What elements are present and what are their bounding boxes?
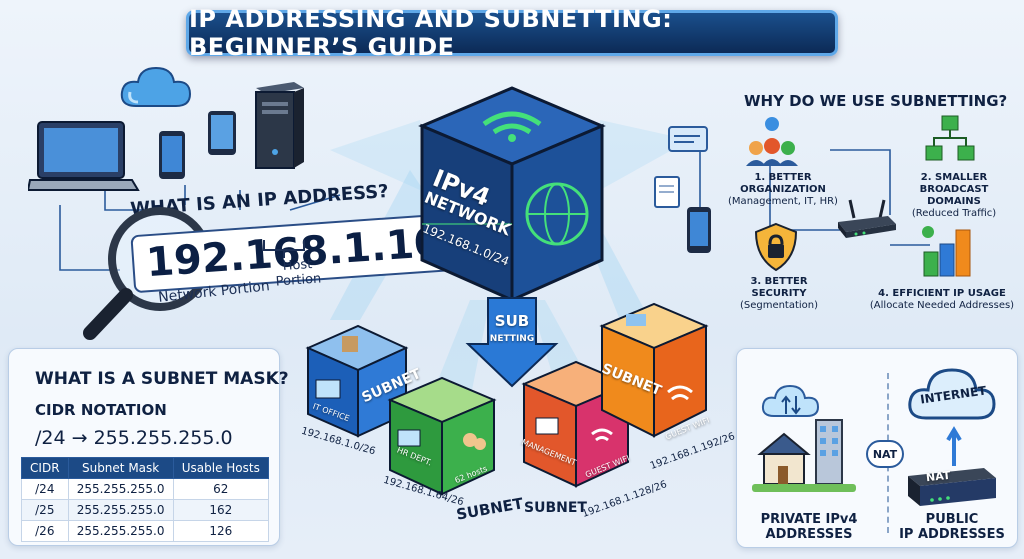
- cidr-cell: /24: [21, 478, 69, 500]
- public-line-2: IP ADDRESSES: [899, 527, 1005, 542]
- cloud-icon: [118, 62, 194, 116]
- smartphone-icon: [158, 130, 186, 184]
- small-cloud-icon: [760, 380, 822, 424]
- broadcast-network-icon: [924, 114, 976, 170]
- document-icon: [654, 176, 680, 212]
- reason-efficiency-sub: (Allocate Needed Addresses): [869, 300, 1015, 311]
- reason-efficiency-title: 4. EFFICIENT IP USAGE: [878, 288, 1006, 299]
- hosts-cell: 126: [172, 520, 270, 542]
- subnet-cube-hr: [384, 370, 500, 502]
- mask-cell: 255.255.255.0: [67, 499, 174, 521]
- mask-col-header: Subnet Mask: [67, 457, 174, 479]
- nat-badge: NAT: [866, 440, 904, 468]
- host-bracket: [262, 238, 306, 264]
- page-title: IP ADDRESSING AND SUBNETTING: BEGINNER’S…: [186, 5, 838, 61]
- host-portion-label: Host Portion: [267, 256, 329, 290]
- table-row: /25 255.255.255.0 162: [21, 499, 270, 521]
- cidr-table: CIDR Subnet Mask Usable Hosts /24 255.25…: [21, 457, 270, 542]
- private-addresses-label: PRIVATE IPv4 ADDRESSES: [754, 512, 864, 542]
- nat-badge-text: NAT: [872, 447, 898, 461]
- reason-organization-sub: (Management, IT, HR): [728, 196, 838, 207]
- reason-security-sub: (Segmentation): [739, 300, 819, 311]
- reason-organization-title: 1. BETTER ORGANIZATION: [740, 172, 826, 195]
- cidr-col-header: CIDR: [21, 457, 69, 479]
- subnet-management-label: SUBNET: [524, 500, 587, 516]
- reason-broadcast-title: 2. SMALLER BROADCAST DOMAINS: [919, 172, 989, 207]
- phone-icon: [686, 206, 712, 258]
- subnet-mask-panel: WHAT IS A SUBNET MASK? CIDR NOTATION /24…: [8, 348, 289, 546]
- internet-cloud-icon: [906, 360, 998, 430]
- subnet-cube-guest: [596, 296, 712, 448]
- cidr-example-arrow: →: [71, 427, 88, 449]
- upload-arrow-icon: [946, 426, 962, 470]
- reason-security: 3. BETTER SECURITY (Segmentation): [724, 276, 834, 312]
- hosts-col-header: Usable Hosts: [172, 457, 270, 479]
- public-addresses-label: PUBLIC IP ADDRESSES: [892, 512, 1012, 542]
- usage-blocks-icon: [918, 222, 976, 282]
- reason-organization: 1. BETTER ORGANIZATION (Management, IT, …: [728, 172, 838, 208]
- router-icon: [836, 196, 898, 244]
- house-office-icon: [752, 414, 856, 498]
- subnet-mask-heading: WHAT IS A SUBNET MASK?: [35, 369, 289, 389]
- subnetting-arrow: [464, 296, 560, 392]
- reason-efficiency: 4. EFFICIENT IP USAGE (Allocate Needed A…: [868, 288, 1016, 312]
- reason-broadcast: 2. SMALLER BROADCAST DOMAINS (Reduced Tr…: [892, 172, 1016, 220]
- private-line-1: PRIVATE IPv4: [760, 512, 858, 527]
- reason-security-title: 3. BETTER SECURITY: [750, 276, 808, 299]
- cidr-notation-heading: CIDR NOTATION: [35, 401, 167, 419]
- cidr-example-mask: 255.255.255.0: [93, 427, 233, 449]
- subnetting-arrow-top: SUB: [494, 312, 530, 330]
- laptop-icon: [26, 118, 140, 198]
- public-line-1: PUBLIC: [925, 512, 979, 527]
- table-row: /26 255.255.255.0 126: [21, 520, 270, 542]
- mask-cell: 255.255.255.0: [67, 478, 174, 500]
- server-tower-icon: [250, 80, 308, 176]
- hosts-cell: 162: [172, 499, 270, 521]
- cidr-example-prefix: /24: [35, 427, 66, 449]
- cidr-cell: /26: [21, 520, 69, 542]
- cidr-example: /24 → 255.255.255.0: [35, 427, 233, 449]
- why-subnetting-heading: WHY DO WE USE SUBNETTING?: [744, 92, 1008, 110]
- nat-router-icon: [904, 464, 1000, 516]
- subnetting-arrow-bottom: NETTING: [489, 334, 535, 344]
- team-org-icon: [744, 114, 800, 172]
- cidr-table-header: CIDR Subnet Mask Usable Hosts: [21, 457, 270, 479]
- hosts-cell: 62: [172, 478, 270, 500]
- ipv4-network-cube: [402, 74, 622, 314]
- nat-router-label: NAT: [925, 468, 951, 485]
- tablet-icon: [207, 110, 237, 160]
- cidr-cell: /25: [21, 499, 69, 521]
- reason-broadcast-sub: (Reduced Traffic): [911, 208, 997, 219]
- table-row: /24 255.255.255.0 62: [21, 478, 270, 500]
- private-line-2: ADDRESSES: [765, 527, 853, 542]
- message-icon: [668, 126, 708, 160]
- shield-lock-icon: [754, 222, 798, 276]
- host-portion-text: Host Portion: [275, 257, 322, 290]
- mask-cell: 255.255.255.0: [67, 520, 174, 542]
